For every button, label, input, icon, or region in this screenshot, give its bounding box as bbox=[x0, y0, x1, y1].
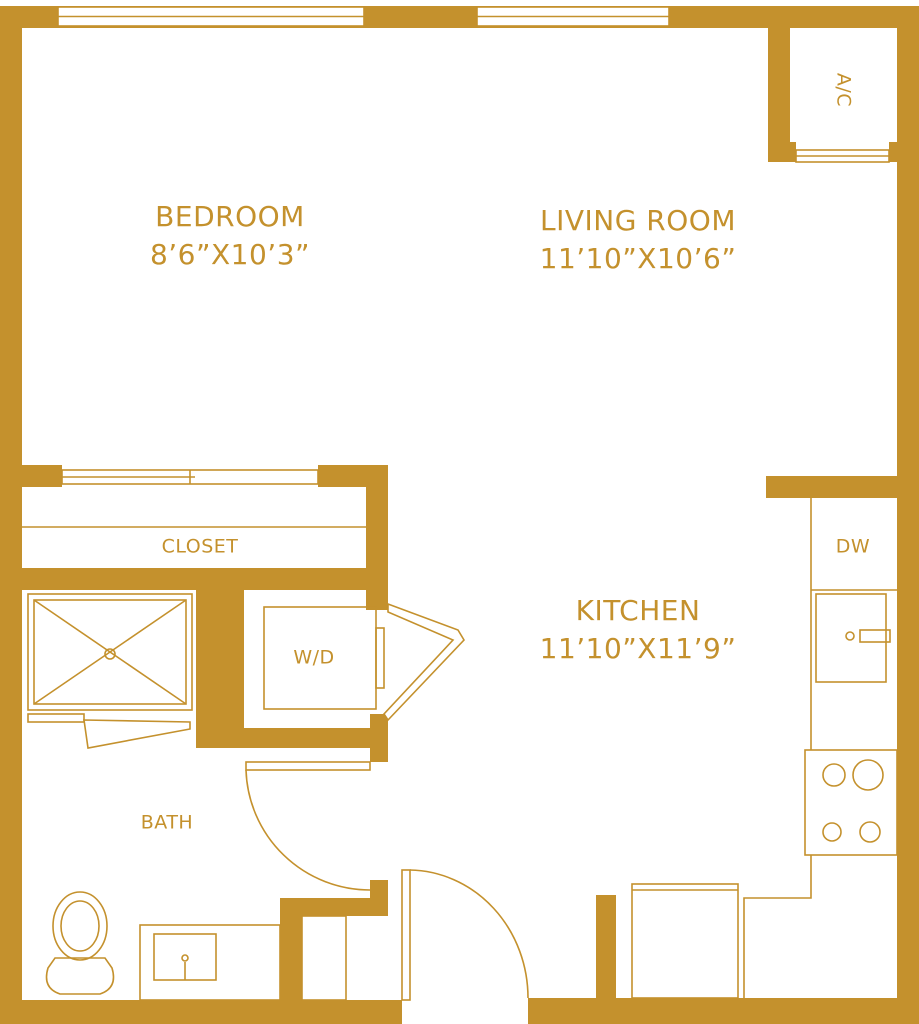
interior-walls bbox=[22, 465, 901, 1002]
dw-label: DW bbox=[836, 536, 870, 558]
closet: CLOSET bbox=[22, 526, 366, 558]
kitchen-name: KITCHEN bbox=[576, 594, 701, 627]
wd-bifold-door bbox=[382, 602, 465, 722]
left-wall bbox=[0, 6, 22, 1024]
kitchen-dims: 11’10”X11’9” bbox=[540, 632, 737, 665]
bath-vanity bbox=[139, 924, 281, 1001]
kitchen-sink bbox=[815, 593, 891, 683]
top-windows bbox=[57, 6, 670, 27]
cooktop bbox=[804, 749, 898, 856]
shower-door bbox=[83, 719, 191, 749]
entry-door bbox=[401, 869, 529, 1001]
closet-label: CLOSET bbox=[162, 536, 239, 558]
living-room-name: LIVING ROOM bbox=[540, 204, 736, 237]
living-room-dims: 11’10”X10’6” bbox=[540, 242, 737, 275]
ac-closet: A/C bbox=[768, 26, 899, 163]
toilet bbox=[45, 891, 115, 995]
bedroom-dims: 8’6”X10’3” bbox=[150, 238, 310, 271]
shower bbox=[27, 593, 193, 749]
refrigerator bbox=[631, 883, 739, 999]
bath-door bbox=[245, 761, 371, 771]
bath-label: BATH bbox=[141, 812, 193, 834]
washer-dryer-closet: W/D bbox=[263, 602, 465, 722]
ac-label: A/C bbox=[833, 73, 855, 107]
shower-drain bbox=[104, 648, 116, 660]
kitchen: DW bbox=[631, 498, 898, 999]
bath: BATH bbox=[45, 761, 371, 1001]
room-labels: BEDROOM 8’6”X10’3” LIVING ROOM 11’10”X10… bbox=[150, 200, 736, 665]
right-wall bbox=[897, 6, 919, 1024]
bottom-wall-right bbox=[528, 998, 919, 1024]
bedroom-name: BEDROOM bbox=[155, 200, 305, 233]
bottom-wall-left bbox=[0, 1000, 402, 1024]
wd-label: W/D bbox=[293, 647, 334, 669]
